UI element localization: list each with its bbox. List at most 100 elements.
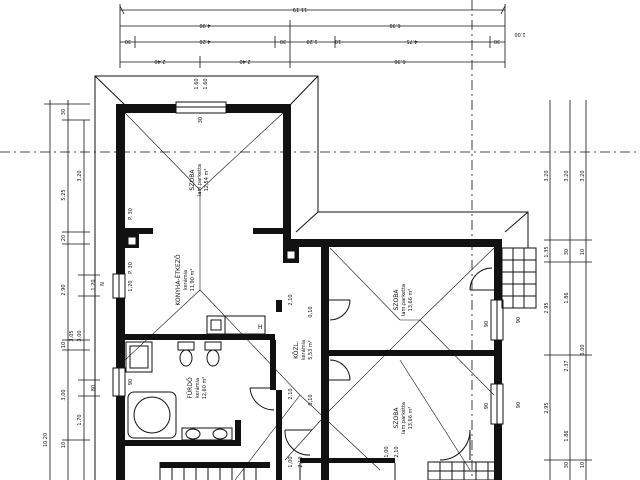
terrace-grid xyxy=(427,247,537,480)
dim-right-c1-d: 2.95 xyxy=(544,402,550,413)
dim-overall: 11.19 xyxy=(293,6,307,12)
dim-top-left: 4.90 xyxy=(199,22,210,28)
room-floor: kerámia xyxy=(182,270,189,290)
toilet-2 xyxy=(204,341,222,367)
dim-left-c1-a: 30 xyxy=(61,109,67,115)
dim-right-c3-d: 10 xyxy=(580,462,586,468)
dim-right-c2-e: 1.86 xyxy=(564,430,570,441)
dim-mid-b: 1.60 xyxy=(203,78,209,89)
shower xyxy=(125,341,153,373)
window-right-2 xyxy=(490,383,504,425)
dim-left-c2-b: 1.20 xyxy=(91,279,97,290)
room-label-szoba-2: SZOBA lam.parketta 13,66 m² xyxy=(393,284,414,316)
room-area: 12,60 m² xyxy=(202,377,208,400)
dim-r3-d: 1.20 xyxy=(306,38,317,44)
dim-right-c1-c: 2.95 xyxy=(544,302,550,313)
opening-label-win-l2: 90 xyxy=(128,379,134,385)
dim-r3-b: 4.20 xyxy=(199,38,210,44)
mark-p30-1: P. 30 xyxy=(128,208,134,220)
dim-left-c2-c: 3.00 xyxy=(77,330,83,341)
column-marker-2 xyxy=(286,250,296,260)
dim-left-c2-d: 1.70 xyxy=(77,414,83,425)
room-floor: lam.parketta xyxy=(401,284,407,316)
door-kitchen-corridor xyxy=(329,299,351,321)
dim-r3-right: 1.00 xyxy=(514,31,525,37)
window-right-1 xyxy=(490,299,504,341)
column-marker-1 xyxy=(127,236,137,246)
sinks xyxy=(181,427,233,441)
room-floor: kerámia xyxy=(194,378,201,398)
opening-label-1: 2,10 xyxy=(288,294,294,305)
room-name: SZOBA xyxy=(189,169,196,191)
room-label-szoba-1: SZOBA lam.parketta 12,54 m² xyxy=(189,164,210,196)
opening-label-3: 1,00 xyxy=(384,446,390,457)
room-area: 13,66 m² xyxy=(408,289,414,312)
opening-label-2: 2,10 xyxy=(288,388,294,399)
door-room3 xyxy=(329,359,351,381)
dim-r4-b: 2.40 xyxy=(239,58,250,64)
dim-left-c1-b: 5.25 xyxy=(61,189,67,200)
kitchen-counter: H xyxy=(206,315,266,335)
walls xyxy=(116,104,502,480)
svg-text:H: H xyxy=(258,324,263,331)
roof-outline xyxy=(94,75,529,480)
dim-right-c3-a: 3.20 xyxy=(580,170,586,181)
dim-r4-c: 6.30 xyxy=(394,58,405,64)
dim-mid-a: 1.60 xyxy=(194,78,200,89)
staircase xyxy=(159,462,396,480)
dim-left-c1-g: 10 xyxy=(61,442,67,448)
dim-left-c1-f: 3.00 xyxy=(61,389,67,400)
dim-r3-e: 10 xyxy=(335,38,341,44)
room-name: SZOBA xyxy=(393,289,400,311)
dim-left-c1-e: 10 xyxy=(61,342,67,348)
dim-right-c2-a: 3.20 xyxy=(564,170,570,181)
opening-label-4b: 2,10 xyxy=(298,456,304,467)
door-bath xyxy=(249,387,276,411)
dim-right-c2-c: 1.86 xyxy=(564,292,570,303)
door-room3-bottom xyxy=(439,429,471,461)
room-area: 5,53 m² xyxy=(308,340,314,360)
room-area: 11,90 m² xyxy=(190,269,196,292)
window-top xyxy=(175,101,227,114)
mark-n: N xyxy=(100,282,106,286)
room-area: 12,54 m² xyxy=(204,169,210,192)
mark-p30-2: P. 30 xyxy=(128,262,134,274)
window-left-kitchen xyxy=(112,273,126,299)
toilet-1 xyxy=(177,341,195,367)
mark-30: 30 xyxy=(198,117,204,123)
room-name: FÜRDŐ xyxy=(187,377,194,399)
dim-r4-a: 2.40 xyxy=(154,58,165,64)
opening-label-2b: 0,10 xyxy=(308,394,314,405)
room-floor: lam.parketta xyxy=(197,164,203,196)
opening-label-win-l1: 1,20 xyxy=(128,280,134,291)
opening-label-1b: 0,10 xyxy=(308,306,314,317)
room-area: 13,66 m² xyxy=(408,407,414,430)
top-dimension-lines xyxy=(119,4,506,68)
left-dimension-lines xyxy=(44,100,100,480)
dim-top-right: 6.30 xyxy=(389,22,400,28)
room-label-szoba-3: SZOBA lam.parketta 13,66 m² xyxy=(393,402,414,434)
room-label-kozl: KÖZL. kerámia 5,53 m² xyxy=(293,340,314,360)
dim-right-c3-b: 10 xyxy=(580,249,586,255)
dim-right-c2-d: 2.37 xyxy=(564,360,570,371)
dim-left-c1-d: 2.90 xyxy=(61,284,67,295)
room-floor: lam.parketta xyxy=(401,402,407,434)
right-dimension-lines xyxy=(544,100,592,480)
dim-left-c3-a: 3.05 xyxy=(69,330,75,341)
roof-hip-lines xyxy=(124,112,495,480)
mark-90-b: 90 xyxy=(516,402,522,408)
dim-r3-a: 30 xyxy=(125,38,131,44)
opening-label-win-r2: 90 xyxy=(484,403,490,409)
opening-label-win-r1: 90 xyxy=(484,321,490,327)
door-corridor-bottom xyxy=(284,429,312,456)
room-name: KONYHA-ÉTKEZŐ xyxy=(174,254,182,305)
room-label-konyha: KONYHA-ÉTKEZŐ kerámia 11,90 m² xyxy=(174,254,196,305)
room-name: KÖZL. xyxy=(293,341,300,359)
dim-right-c1-b: 1.35 xyxy=(544,246,550,257)
dim-left-total: 10.20 xyxy=(43,433,49,447)
dim-right-c2-b: 30 xyxy=(564,249,570,255)
dim-left-c2-e: 80 xyxy=(91,385,97,391)
dim-right-c3-c: 6.00 xyxy=(580,344,586,355)
dim-r3-c: 30 xyxy=(280,38,286,44)
